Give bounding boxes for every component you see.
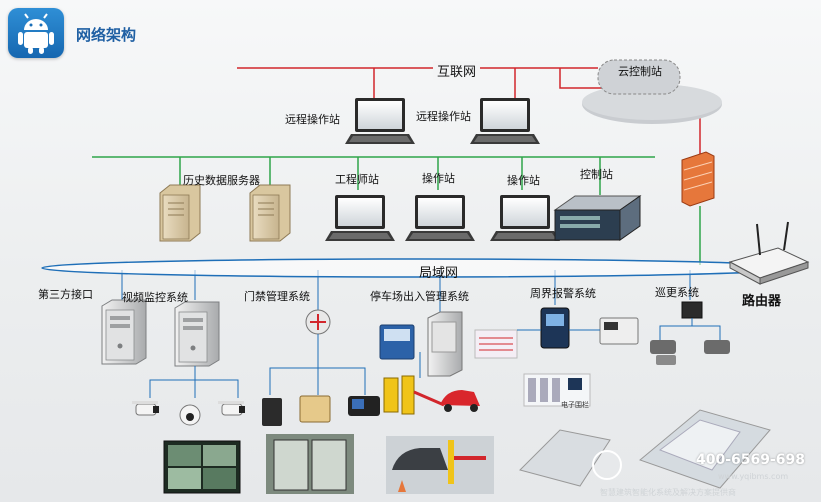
access-control-label: 门禁管理系统 — [244, 290, 310, 303]
operator-station-1-label: 操作站 — [422, 172, 455, 185]
third-party-interface-label: 第三方接口 — [38, 288, 93, 301]
perimeter-alarm-label: 周界报警系统 — [530, 287, 596, 300]
remote-station-2-label: 远程操作站 — [416, 110, 471, 123]
router-label: 路由器 — [742, 294, 782, 309]
cloud-control-label: 云控制站 — [618, 65, 662, 78]
patrol-system-label: 巡更系统 — [655, 286, 699, 299]
video-surveillance-label: 视频监控系统 — [122, 291, 188, 304]
lan-label: 局域网 — [419, 266, 459, 281]
remote-station-1-label: 远程操作站 — [285, 113, 340, 126]
operator-station-2-label: 操作站 — [507, 174, 540, 187]
engineer-station-label: 工程师站 — [335, 173, 379, 186]
android-icon — [8, 8, 64, 58]
history-server-label: 历史数据服务器 — [183, 174, 260, 187]
watermark-url: www.yqibms.com — [718, 472, 789, 481]
internet-label: 互联网 — [433, 61, 481, 80]
page-title: 网络架构 — [76, 26, 137, 44]
control-station-label: 控制站 — [580, 168, 613, 181]
watermark-footer: 智慧建筑智能化系统及解决方案提供商 — [600, 488, 736, 497]
brand-logo-icon — [592, 450, 622, 480]
watermark-phone: 400-6569-698 — [696, 452, 806, 468]
parking-management-label: 停车场出入管理系统 — [370, 290, 469, 303]
electronic-fence-label: 电子围栏 — [561, 401, 589, 409]
